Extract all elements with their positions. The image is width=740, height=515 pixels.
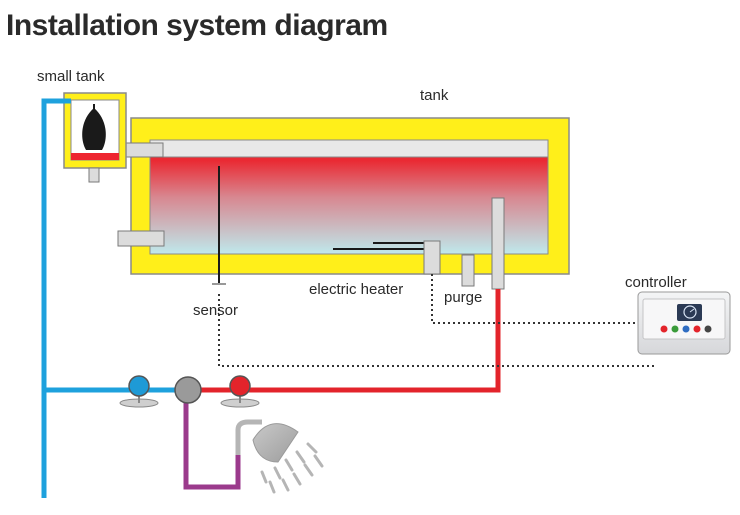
tank-water (149, 139, 549, 255)
controller-unit (637, 291, 731, 355)
sensor-signal-line (218, 294, 654, 367)
mixed-water-pipe (183, 398, 241, 490)
controller-button (704, 325, 712, 333)
controller-display-icon (677, 304, 702, 321)
cold-water-pipe (41, 98, 139, 498)
main-tank (117, 117, 570, 290)
label-controller: controller (625, 274, 687, 291)
controller-button (671, 325, 679, 333)
float-valve-icon (82, 104, 106, 150)
electric-heater-head (423, 240, 441, 275)
controller-button (693, 325, 701, 333)
label-sensor: sensor (193, 302, 238, 319)
label-electric-heater: electric heater (309, 281, 403, 298)
hot-valve (220, 375, 260, 408)
page-title: Installation system diagram (6, 9, 388, 42)
small-tank (63, 92, 127, 183)
shower-icon (235, 419, 324, 494)
controller-button (660, 325, 668, 333)
heater-signal-line (431, 274, 644, 324)
hot-outlet-pipe (491, 197, 505, 290)
mixing-valve (174, 376, 202, 404)
overflow-port (120, 142, 164, 158)
small-tank-drain (88, 167, 100, 183)
valve-icon (229, 375, 251, 397)
inlet-port (117, 230, 165, 247)
valve-icon (174, 376, 202, 404)
cold-valve (119, 375, 159, 408)
purge-valve (461, 254, 475, 287)
tank-air-gap (149, 139, 549, 158)
label-small-tank: small tank (37, 68, 105, 85)
controller-button (682, 325, 690, 333)
label-tank: tank (420, 87, 449, 104)
label-purge: purge (444, 289, 482, 306)
valve-icon (128, 375, 150, 397)
small-tank-water (71, 153, 119, 160)
